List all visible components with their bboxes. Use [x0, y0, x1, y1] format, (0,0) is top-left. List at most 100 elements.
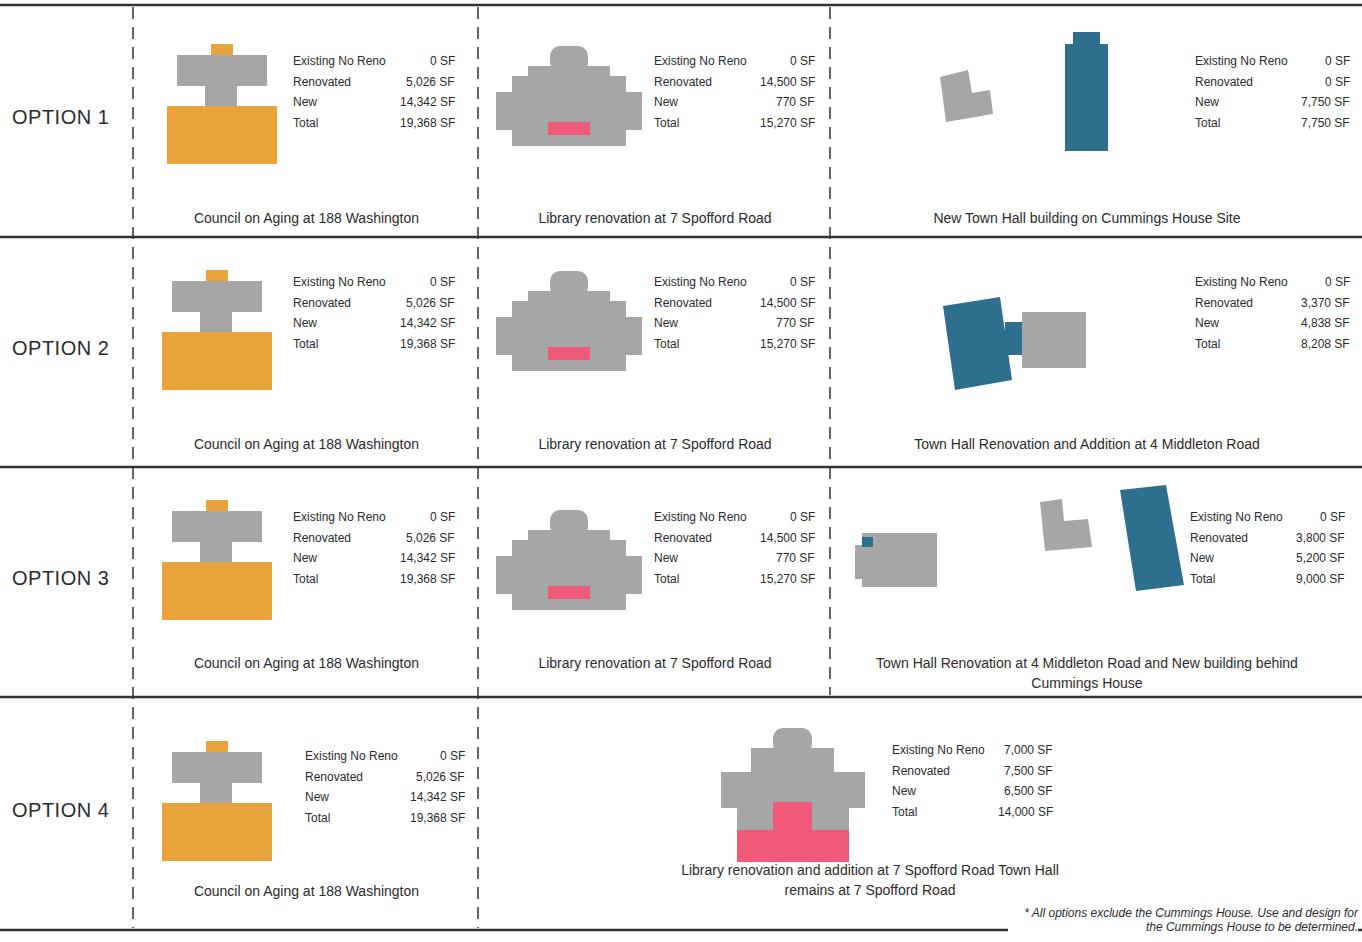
option-row: OPTION 1 Existing No Reno 0 SF Renovated 5,0… — [0, 6, 1362, 237]
area-label: Existing No Reno — [293, 275, 386, 289]
area-label: Renovated — [892, 764, 950, 778]
area-label: New — [654, 95, 678, 109]
building-caption: Council on Aging at 188 Washington — [135, 208, 478, 228]
area-label: Renovated — [1195, 75, 1253, 89]
area-value: 0 SF — [430, 275, 455, 289]
option-cell: Existing No Reno0 SFRenovated14,500 SFNe… — [480, 6, 830, 237]
area-label: Existing No Reno — [892, 743, 985, 757]
area-value: 5,026 SF — [406, 296, 455, 310]
area-label: Total — [1190, 572, 1215, 586]
option-cell: Existing No Reno0 SFRenovated5,026 SFNew… — [135, 238, 478, 467]
building-caption: Library renovation at 7 Spofford Road — [480, 208, 830, 228]
area-label: Existing No Reno — [293, 54, 386, 68]
area-label: Existing No Reno — [305, 749, 398, 763]
area-label: Existing No Reno — [654, 54, 747, 68]
option-row: OPTION 4 Existing No Reno 0 SF Renovated 5,0… — [0, 698, 1362, 930]
area-value: 14,500 SF — [760, 531, 815, 545]
option-cell: Existing No Reno 0 SF Renovated 3,370 SF New… — [832, 238, 1362, 467]
option-cell: Existing No Reno0 SFRenovated0 SFNew7,75… — [832, 6, 1362, 237]
area-label: Existing No Reno — [654, 275, 747, 289]
area-value: 3,370 SF — [1301, 296, 1350, 310]
area-label: Renovated — [654, 75, 712, 89]
area-value: 0 SF — [790, 275, 815, 289]
area-value: 14,342 SF — [410, 790, 465, 804]
footnote: * All options exclude the Cummings House… — [1008, 906, 1358, 934]
area-value: 4,838 SF — [1301, 316, 1350, 330]
area-label: New — [654, 316, 678, 330]
area-label: New — [293, 551, 317, 565]
area-value: 15,270 SF — [760, 337, 815, 351]
building-caption: Town Hall Renovation at 4 Middleton Road… — [852, 653, 1322, 693]
area-label: Renovated — [654, 296, 712, 310]
area-value: 19,368 SF — [410, 811, 465, 825]
area-label: Existing No Reno — [1190, 510, 1283, 524]
area-value: 14,000 SF — [998, 805, 1053, 819]
area-label: Renovated — [1195, 296, 1253, 310]
area-label: Total — [305, 811, 330, 825]
area-value: 0 SF — [1325, 275, 1350, 289]
area-value: 19,368 SF — [400, 572, 455, 586]
area-label: Total — [1195, 337, 1220, 351]
area-value: 3,800 SF — [1296, 531, 1345, 545]
area-value: 770 SF — [776, 551, 815, 565]
option-cell: Existing No Reno 0 SF Renovated 5,026 SF New… — [135, 698, 478, 930]
area-value: 14,500 SF — [760, 75, 815, 89]
area-value: 15,270 SF — [760, 116, 815, 130]
area-value: 0 SF — [440, 749, 465, 763]
area-label: Existing No Reno — [293, 510, 386, 524]
area-value: 14,342 SF — [400, 551, 455, 565]
building-caption: Library renovation at 7 Spofford Road — [480, 434, 830, 454]
area-value: 19,368 SF — [400, 337, 455, 351]
area-label: Existing No Reno — [1195, 275, 1288, 289]
building-caption: Town Hall Renovation and Addition at 4 M… — [832, 434, 1342, 454]
building-caption: Council on Aging at 188 Washington — [135, 653, 478, 673]
area-value: 0 SF — [790, 510, 815, 524]
option-label: OPTION 4 — [12, 799, 109, 822]
building-caption: New Town Hall building on Cummings House… — [832, 208, 1342, 228]
option-cell: Existing No Reno7,000 SFRenovated7,500 S… — [480, 698, 1362, 930]
area-label: New — [1195, 316, 1219, 330]
area-value: 7,500 SF — [1004, 764, 1053, 778]
area-label: New — [305, 790, 329, 804]
area-value: 5,026 SF — [406, 531, 455, 545]
option-label: OPTION 3 — [12, 567, 109, 590]
area-value: 5,026 SF — [406, 75, 455, 89]
area-value: 9,000 SF — [1296, 572, 1345, 586]
area-label: Renovated — [1190, 531, 1248, 545]
area-label: Total — [654, 337, 679, 351]
building-caption: Council on Aging at 188 Washington — [135, 881, 478, 901]
area-value: 7,750 SF — [1301, 116, 1350, 130]
area-value: 8,208 SF — [1301, 337, 1350, 351]
area-label: Renovated — [305, 770, 363, 784]
area-value: 5,026 SF — [416, 770, 465, 784]
area-value: 14,500 SF — [760, 296, 815, 310]
area-label: New — [1190, 551, 1214, 565]
area-label: Total — [293, 337, 318, 351]
building-caption: Council on Aging at 188 Washington — [135, 434, 478, 454]
option-label: OPTION 1 — [12, 106, 109, 129]
area-label: Total — [293, 572, 318, 586]
area-value: 0 SF — [1320, 510, 1345, 524]
area-value: 7,750 SF — [1301, 95, 1350, 109]
area-value: 0 SF — [1325, 54, 1350, 68]
area-value: 5,200 SF — [1296, 551, 1345, 565]
area-value: 14,342 SF — [400, 95, 455, 109]
area-label: New — [1195, 95, 1219, 109]
area-label: Total — [654, 116, 679, 130]
option-row: OPTION 2Existing No Reno0 SFRenovated5,0… — [0, 238, 1362, 467]
building-caption: Library renovation and addition at 7 Spo… — [670, 860, 1070, 900]
option-cell: Existing No Reno0 SFRenovated14,500 SFNe… — [480, 468, 830, 697]
area-label: Total — [293, 116, 318, 130]
area-value: 770 SF — [776, 316, 815, 330]
area-label: Renovated — [654, 531, 712, 545]
area-value: 770 SF — [776, 95, 815, 109]
option-cell: Existing No Reno0 SFRenovated5,026 SFNew… — [135, 6, 478, 237]
area-value: 15,270 SF — [760, 572, 815, 586]
area-value: 19,368 SF — [400, 116, 455, 130]
area-label: Total — [892, 805, 917, 819]
area-label: Total — [1195, 116, 1220, 130]
area-value: 0 SF — [430, 54, 455, 68]
building-caption: Library renovation at 7 Spofford Road — [480, 653, 830, 673]
